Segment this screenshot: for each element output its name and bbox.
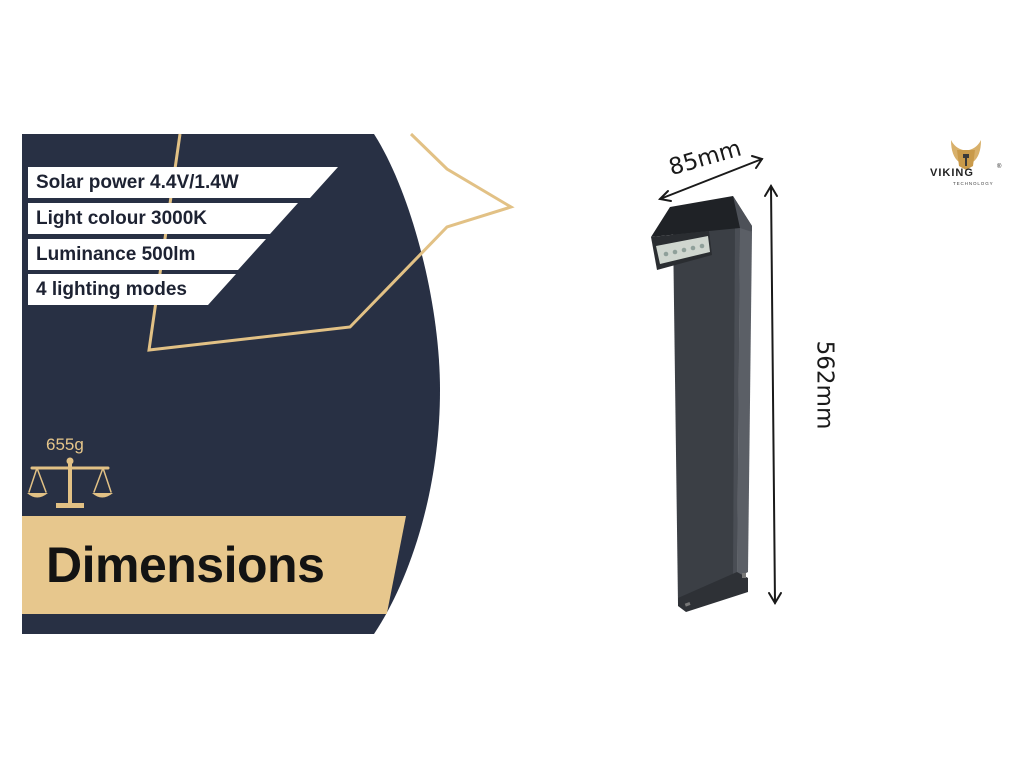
viking-helmet-logo (951, 140, 981, 170)
width-dimension-arrow (657, 155, 764, 202)
dimensions-banner (22, 516, 406, 614)
bollard-light-illustration (651, 196, 752, 612)
gold-polygon-line (147, 132, 515, 352)
weight-value: 655g (46, 435, 84, 454)
balance-scale-icon (27, 457, 113, 508)
height-dimension-arrow (764, 184, 782, 605)
brand-registered-mark: ® (997, 164, 1002, 170)
brand-subtitle: TECHNOLOGY (953, 181, 994, 186)
feature-luminance: Luminance 500lm (28, 239, 266, 270)
brand-name: VIKING (930, 167, 974, 179)
feature-lighting-modes: 4 lighting modes (28, 274, 236, 305)
gold-outline-lines (147, 132, 515, 352)
dimensions-heading: Dimensions (46, 537, 325, 593)
feature-light-colour: Light colour 3000K (28, 203, 298, 234)
height-dimension-label: 562mm (811, 340, 838, 430)
feature-solar-power: Solar power 4.4V/1.4W (28, 167, 338, 198)
